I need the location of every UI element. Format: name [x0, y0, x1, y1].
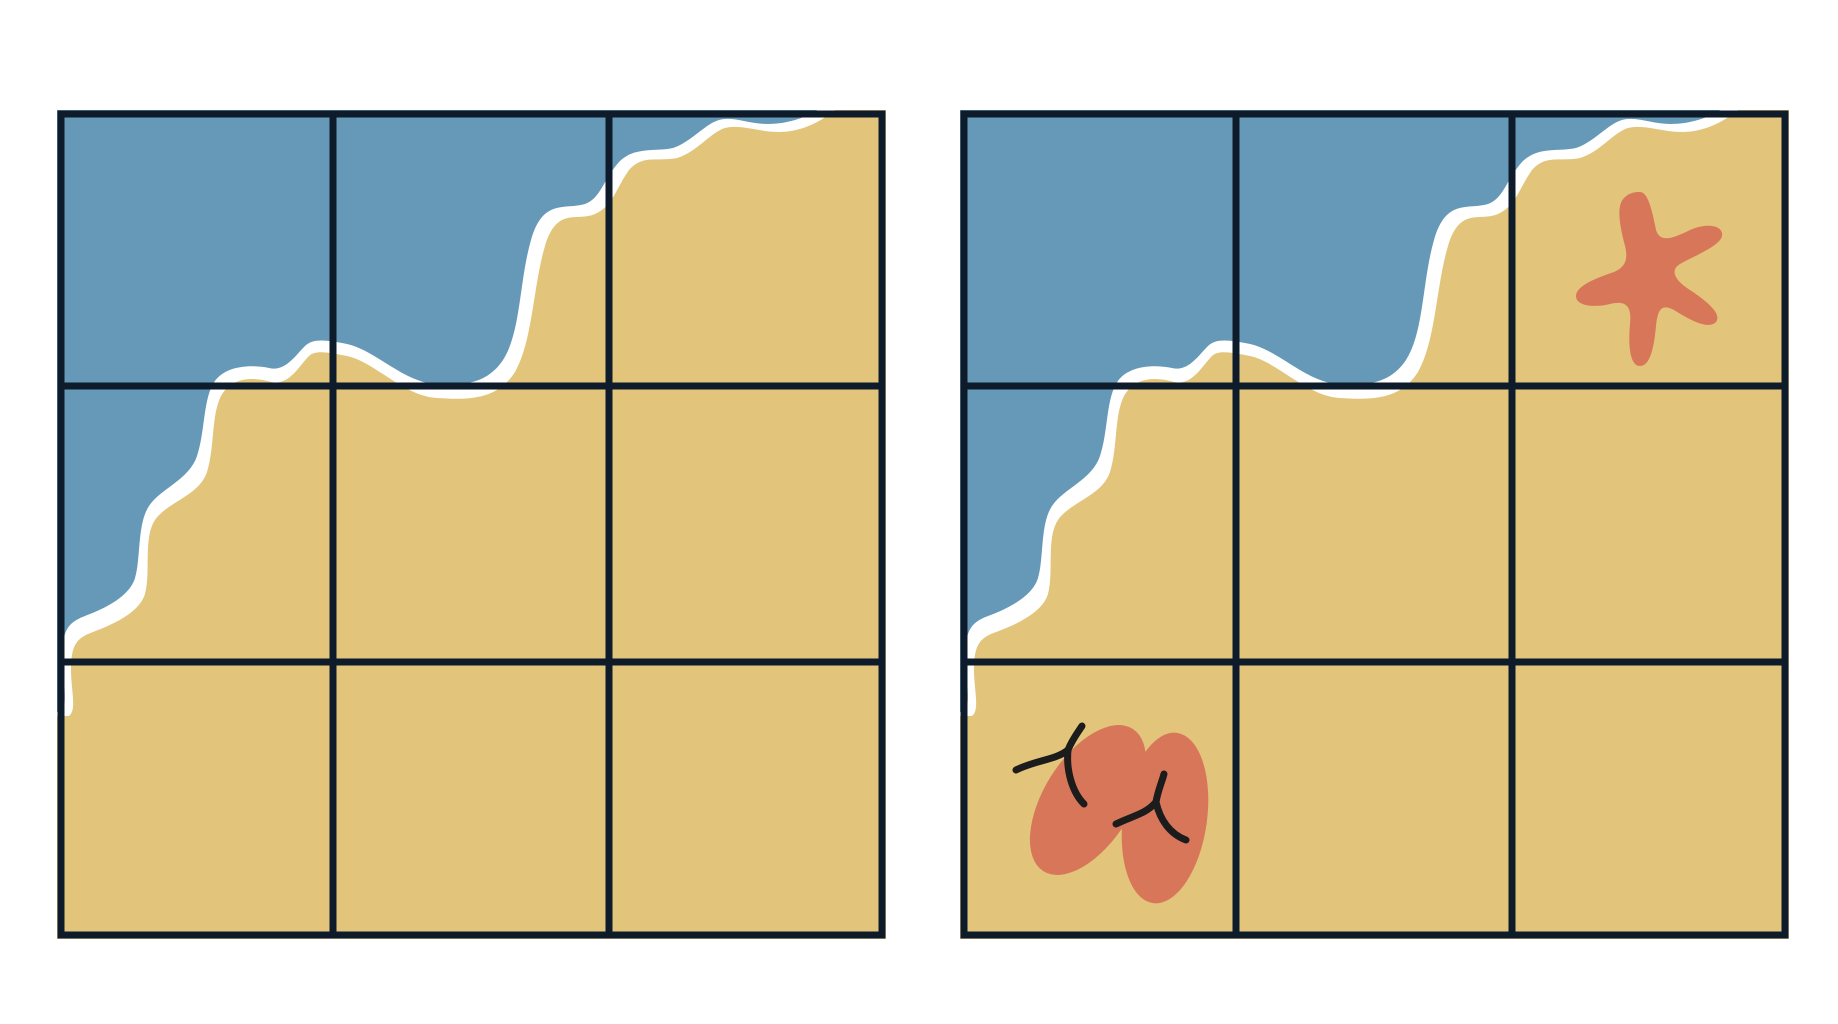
- sea-area: [57, 110, 817, 712]
- grid-lines: [960, 110, 1789, 939]
- cell-left-r1-c1[interactable]: [333, 386, 609, 662]
- cell-left-r0-c2[interactable]: [610, 110, 886, 386]
- cell-right-r2-c0[interactable]: [960, 663, 1236, 939]
- cell-left-r1-c0[interactable]: [57, 386, 333, 662]
- starfish-icon: [1576, 192, 1723, 366]
- cell-left-r2-c2[interactable]: [610, 663, 886, 939]
- beach-grid-right-image: [960, 110, 1789, 939]
- beach-grid-left-image: [57, 110, 886, 939]
- cell-right-r0-c0[interactable]: [960, 110, 1236, 386]
- beach-grid-right: [960, 110, 1789, 939]
- beach-grid-left: [57, 110, 886, 939]
- cell-left-r1-c2[interactable]: [610, 386, 886, 662]
- cell-left-r0-c1[interactable]: [333, 110, 609, 386]
- cell-left-r0-c0[interactable]: [57, 110, 333, 386]
- cell-right-r2-c2[interactable]: [1513, 663, 1789, 939]
- cell-right-r2-c1[interactable]: [1236, 663, 1512, 939]
- flip-flops-icon: [1012, 722, 1209, 904]
- cell-left-r2-c0[interactable]: [57, 663, 333, 939]
- cell-right-r1-c2[interactable]: [1513, 386, 1789, 662]
- cell-right-r0-c2[interactable]: [1513, 110, 1789, 386]
- grid-lines: [57, 110, 886, 939]
- sea-area: [960, 110, 1720, 712]
- cell-left-r2-c1[interactable]: [333, 663, 609, 939]
- cell-right-r0-c1[interactable]: [1236, 110, 1512, 386]
- cell-right-r1-c0[interactable]: [960, 386, 1236, 662]
- cell-right-r1-c1[interactable]: [1236, 386, 1512, 662]
